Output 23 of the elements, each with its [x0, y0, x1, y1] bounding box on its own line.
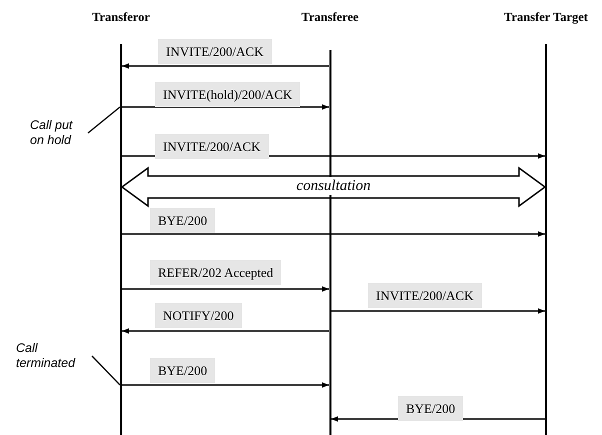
- participant-label: Transferee: [301, 10, 359, 24]
- message-arrow: [122, 286, 329, 292]
- edge-label: INVITE/200/ACK: [158, 39, 272, 64]
- edge-label: INVITE/200/ACK: [155, 134, 268, 159]
- message-arrow: [122, 104, 329, 110]
- edge-label: INVITE/200/ACK: [368, 283, 482, 308]
- note-text: Call terminated: [16, 341, 76, 371]
- leader-line: [88, 106, 120, 134]
- participant-label: Transfer Target: [504, 10, 588, 24]
- message-arrow: [122, 63, 329, 69]
- message-arrow: [122, 231, 545, 237]
- edge-label: BYE/200: [150, 358, 216, 383]
- edge-label: BYE/200: [150, 208, 216, 233]
- edge-label: INVITE(hold)/200/ACK: [155, 82, 300, 107]
- edge-label: NOTIFY/200: [155, 303, 242, 328]
- edge-label: REFER/202 Accepted: [150, 260, 282, 285]
- message-arrow: [331, 308, 545, 314]
- note-text: Call put on hold: [30, 118, 74, 148]
- edge-label: BYE/200: [398, 396, 464, 421]
- participant-label: Transferor: [92, 10, 150, 24]
- message-arrow: [122, 328, 329, 334]
- leader-line: [92, 356, 120, 386]
- message-arrow: [122, 382, 329, 388]
